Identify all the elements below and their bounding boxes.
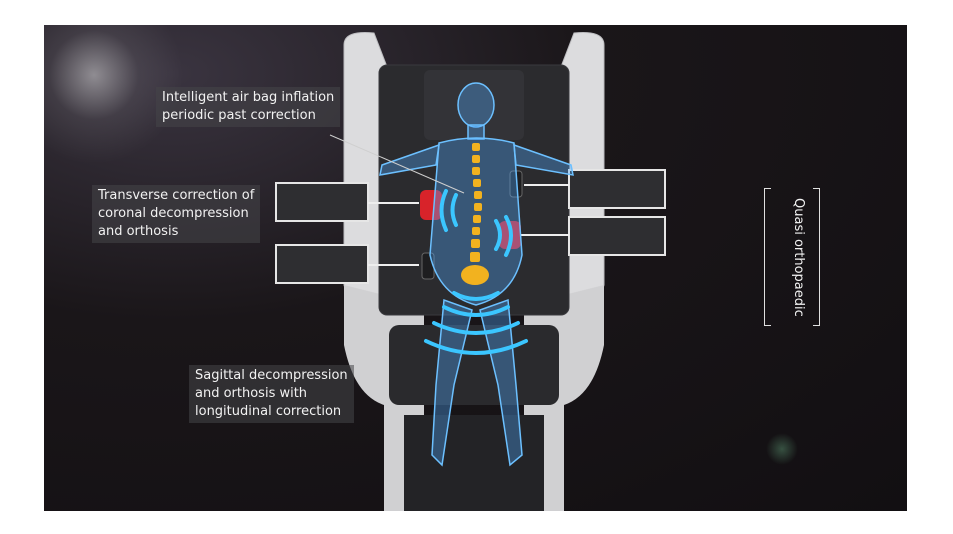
caption-sagittal-line-1: Sagittal decompression [195, 368, 348, 383]
waves [424, 189, 528, 355]
seat-roller [389, 325, 559, 405]
pointer-line [329, 134, 465, 194]
airbag-left-upper [420, 190, 442, 220]
caption-airbag-line-1: Intelligent air bag inflation [162, 90, 335, 105]
spine [461, 143, 489, 285]
caption-transverse-line-1: Transverse correction of [98, 188, 255, 203]
lower-frame [404, 415, 544, 511]
caption-sagittal-line-3: longitudinal correction [195, 404, 342, 419]
caption-sagittal: Sagittal decompression and orthosis with… [189, 365, 354, 423]
pistons [368, 184, 569, 266]
left-upper-box [275, 182, 369, 222]
bracket-left [764, 188, 771, 326]
caption-sagittal-line-2: and orthosis with [195, 386, 308, 401]
bracket-right [813, 188, 820, 326]
headrest [424, 70, 524, 140]
caption-transverse: Transverse correction of coronal decompr… [92, 185, 261, 243]
caption-airbag-line-2: periodic past correction [162, 108, 316, 123]
right-upper-box [568, 169, 666, 209]
quasi-label-group: Quasi orthopaedic [764, 188, 820, 328]
quasi-label: Quasi orthopaedic [791, 197, 806, 317]
left-lower-box [275, 244, 369, 284]
caption-airbag: Intelligent air bag inflation periodic p… [156, 87, 341, 127]
product-image: Intelligent air bag inflation periodic p… [44, 25, 907, 511]
caption-transverse-line-3: and orthosis [98, 224, 179, 239]
caption-transverse-line-2: coronal decompression [98, 206, 249, 221]
bokeh-light [766, 433, 798, 465]
right-lower-box [568, 216, 666, 256]
device-illustration [275, 32, 666, 511]
